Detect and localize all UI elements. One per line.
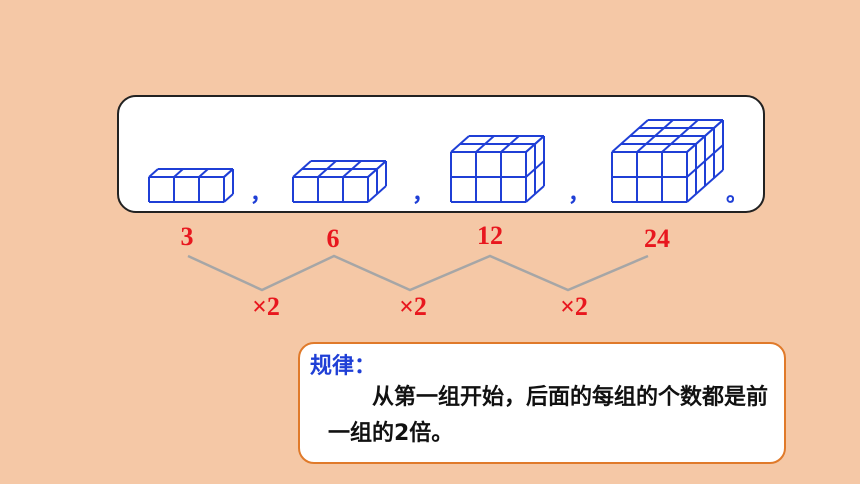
- multiplication-connector-line: [187, 254, 649, 292]
- cube-group-1: [148, 168, 234, 203]
- factor-label-3: ×2: [560, 292, 588, 321]
- cube-group-4: [611, 119, 724, 203]
- separator-3: ，: [568, 182, 591, 207]
- separator-2: ，: [412, 182, 435, 207]
- cube-group-3: [450, 135, 545, 203]
- end-mark: 。: [726, 182, 749, 207]
- group-count-3: 12: [477, 221, 503, 250]
- factor-label-2: ×2: [399, 292, 427, 321]
- group-count-4: 24: [644, 224, 670, 253]
- rule-text: 从第一组开始，后面的每组的个数都是前一组的2倍。: [328, 385, 769, 446]
- separator-1: ，: [250, 182, 273, 207]
- cube-groups: [148, 119, 724, 203]
- rule-title: 规律：: [310, 354, 377, 379]
- rule-box: 规律： 从第一组开始，后面的每组的个数都是前一组的2倍。: [298, 342, 786, 464]
- group-count-2: 6: [326, 224, 340, 253]
- group-count-1: 3: [180, 222, 194, 251]
- factor-label-1: ×2: [252, 292, 280, 321]
- sequence-panel: [117, 95, 765, 213]
- cube-group-2: [292, 160, 387, 203]
